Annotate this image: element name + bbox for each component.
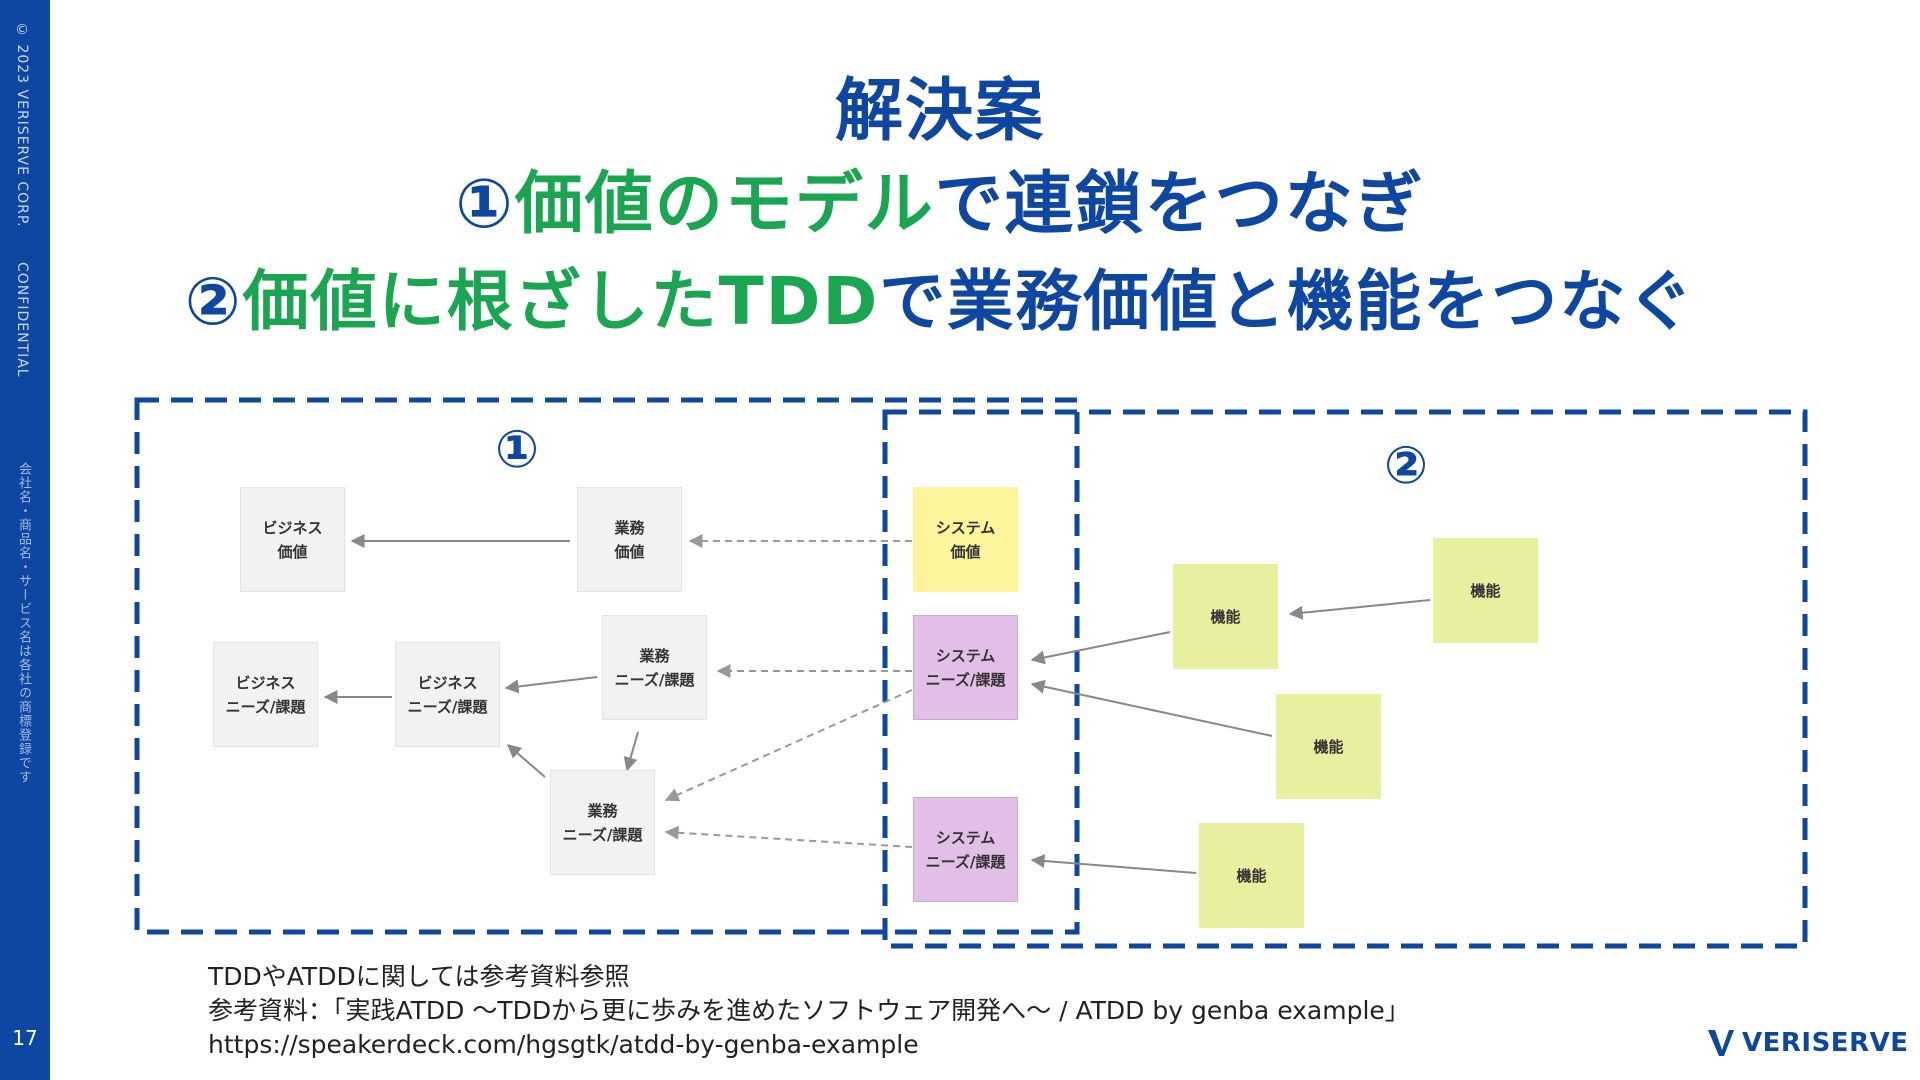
box-line: 価値	[950, 542, 981, 561]
system-value-box: システム 価値	[913, 487, 1018, 592]
box-line: 業務	[587, 801, 618, 820]
box-line: システム	[935, 646, 996, 665]
work-needs-top-box: 業務 ニーズ/課題	[602, 615, 707, 720]
box-line: ビジネス	[235, 673, 296, 692]
box-line: 価値	[614, 542, 645, 561]
circled-one: ①	[455, 165, 515, 244]
reference-title: 参考資料：「実践ATDD ～TDDから更に歩みを進めたソフトウェア開発へ～ / …	[208, 996, 1410, 1025]
reference-block: TDDやATDDに関しては参考資料参照 参考資料：「実践ATDD ～TDDから更…	[208, 960, 1410, 1062]
function-box-4: 機能	[1199, 823, 1304, 928]
box-line: ニーズ/課題	[225, 697, 306, 716]
title-green-text: 価値のモデル	[514, 165, 935, 244]
arrow-worktop-to-workbottom	[623, 731, 639, 772]
box-line: 価値	[277, 542, 308, 561]
work-needs-bottom-box: 業務 ニーズ/課題	[550, 770, 655, 875]
business-needs-left-box: ビジネス ニーズ/課題	[213, 642, 318, 747]
reference-url[interactable]: https://speakerdeck.com/hgsgtk/atdd-by-g…	[208, 1030, 919, 1059]
title-line-2: ①価値のモデルで連鎖をつなぎ	[60, 148, 1820, 247]
box-line: ニーズ/課題	[925, 670, 1006, 689]
sidebar: © 2023 VERISERVE CORP. CONFIDENTIAL 会社名・…	[0, 0, 50, 1080]
veriserve-logo: VERISERVE	[1706, 1028, 1908, 1058]
system-needs-box-1: システム ニーズ/課題	[913, 615, 1018, 720]
trademark-note: 会社名・商品名・サービス名は各社の商標登録です	[16, 462, 31, 784]
arrow-worktop-to-mid	[504, 676, 598, 694]
arrow-workbottom-to-mid	[506, 744, 546, 778]
box-line: ニーズ/課題	[614, 670, 695, 689]
title-rest-text: で連鎖をつなぎ	[934, 165, 1425, 244]
arrow-func3-to-sys1	[1030, 679, 1273, 737]
box-line: ビジネス	[262, 518, 323, 537]
box-line: 業務	[614, 518, 645, 537]
circled-two: ②	[184, 263, 243, 340]
business-value-box: ビジネス 価値	[240, 487, 345, 592]
work-value-box: 業務 価値	[577, 487, 682, 592]
region-1-label: ①	[495, 420, 540, 480]
system-needs-box-2: システム ニーズ/課題	[913, 797, 1018, 902]
box-line: 業務	[639, 646, 670, 665]
box-line: ビジネス	[417, 673, 478, 692]
function-box-1: 機能	[1173, 564, 1278, 669]
box-line: ニーズ/課題	[562, 825, 643, 844]
dashed-sys1-to-workbottom	[664, 689, 913, 802]
reference-note: TDDやATDDに関しては参考資料参照	[208, 962, 630, 991]
box-line: ニーズ/課題	[407, 697, 488, 716]
title-rest-text: で業務価値と機能をつなぐ	[879, 263, 1696, 340]
business-needs-mid-box: ビジネス ニーズ/課題	[395, 642, 500, 747]
arrow-func2-to-func1	[1288, 599, 1431, 620]
region-2-label: ②	[1384, 436, 1429, 496]
box-line: ニーズ/課題	[925, 852, 1006, 871]
title-green-text: 価値に根ざしたTDD	[242, 263, 880, 340]
copyright-text: © 2023 VERISERVE CORP.	[14, 22, 30, 228]
logo-text: VERISERVE	[1742, 1028, 1909, 1058]
function-box-2: 機能	[1433, 538, 1538, 643]
dashed-sys2-to-workbottom	[664, 825, 913, 848]
box-line: システム	[935, 828, 996, 847]
confidential-label: CONFIDENTIAL	[14, 262, 30, 378]
logo-mark-icon	[1708, 1030, 1734, 1056]
arrow-func4-to-sys2	[1030, 854, 1197, 874]
page-number: 17	[12, 1026, 38, 1050]
region-1-border	[134, 397, 1080, 935]
arrow-func1-to-sys1	[1030, 631, 1171, 665]
title-line-3: ②価値に根ざしたTDDで業務価値と機能をつなぐ	[60, 248, 1820, 344]
box-line: システム	[935, 518, 996, 537]
region-2-border	[882, 409, 1808, 949]
slide-title: 解決案	[834, 72, 1045, 151]
function-box-3: 機能	[1276, 694, 1381, 799]
